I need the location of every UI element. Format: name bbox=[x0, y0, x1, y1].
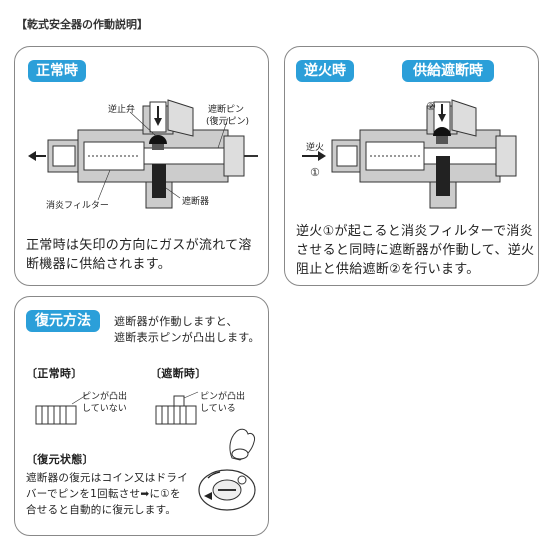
restore-intro-line2: 遮断表示ピンが凸出します。 bbox=[114, 331, 260, 344]
badge-restore: 復元方法 bbox=[26, 310, 100, 332]
restore-line3: 合せると自動的に復元します。 bbox=[26, 504, 177, 516]
page-title: 【乾式安全器の作動説明】 bbox=[16, 18, 148, 31]
shutoff-state-title: 〔遮断時〕 bbox=[150, 367, 207, 380]
desc-backfire-line2: させると同時に遮断器が作動して、逆火 bbox=[296, 243, 535, 258]
dial-illustration bbox=[198, 469, 256, 511]
valve-diagram-normal bbox=[28, 99, 258, 209]
badge-normal: 正常時 bbox=[28, 60, 86, 82]
desc-normal-line1: 正常時は矢印の方向にガスが流れて溶 bbox=[26, 238, 252, 253]
normal-note-line2: していない bbox=[82, 404, 127, 414]
label-shutoff-pin: 遮断ピン bbox=[208, 105, 245, 115]
label-flame-filter: 消炎フィルター bbox=[46, 201, 109, 211]
badge-backfire: 逆火時 bbox=[296, 60, 354, 82]
restore-state-title: 〔復元状態〕 bbox=[26, 453, 94, 466]
marker-2: ② bbox=[426, 100, 436, 113]
label-restore-pin: (復元ピン) bbox=[206, 117, 250, 127]
label-backfire: 逆火 bbox=[306, 143, 325, 153]
desc-normal-line2: 断機器に供給されます。 bbox=[26, 257, 172, 272]
label-check-valve: 逆止弁 bbox=[108, 105, 136, 115]
restore-line1: 遮断器の復元はコイン又はドライ bbox=[26, 472, 188, 484]
pin-normal-illustration bbox=[35, 393, 89, 425]
shutoff-note-line1: ピンが凸出 bbox=[200, 392, 246, 402]
badge-cutoff: 供給遮断時 bbox=[402, 60, 494, 82]
label-shutoff-device: 遮断器 bbox=[182, 197, 210, 207]
hand-coin-illustration bbox=[229, 428, 255, 461]
normal-note-line1: ピンが凸出 bbox=[82, 392, 128, 402]
desc-backfire-line3: 阻止と供給遮断②を行います。 bbox=[296, 262, 480, 277]
shutoff-note-line2: している bbox=[200, 404, 236, 414]
valve-diagram-backfire bbox=[302, 99, 517, 209]
marker-1: ① bbox=[310, 166, 320, 179]
normal-state-title: 〔正常時〕 bbox=[26, 367, 83, 380]
desc-backfire-line1: 逆火①が起こると消炎フィルターで消炎 bbox=[296, 224, 534, 239]
restore-line2: バーでピンを1回転させ➡に①を bbox=[26, 488, 181, 500]
pin-shutoff-illustration bbox=[155, 391, 199, 425]
restore-intro-line1: 遮断器が作動しますと、 bbox=[114, 315, 238, 328]
